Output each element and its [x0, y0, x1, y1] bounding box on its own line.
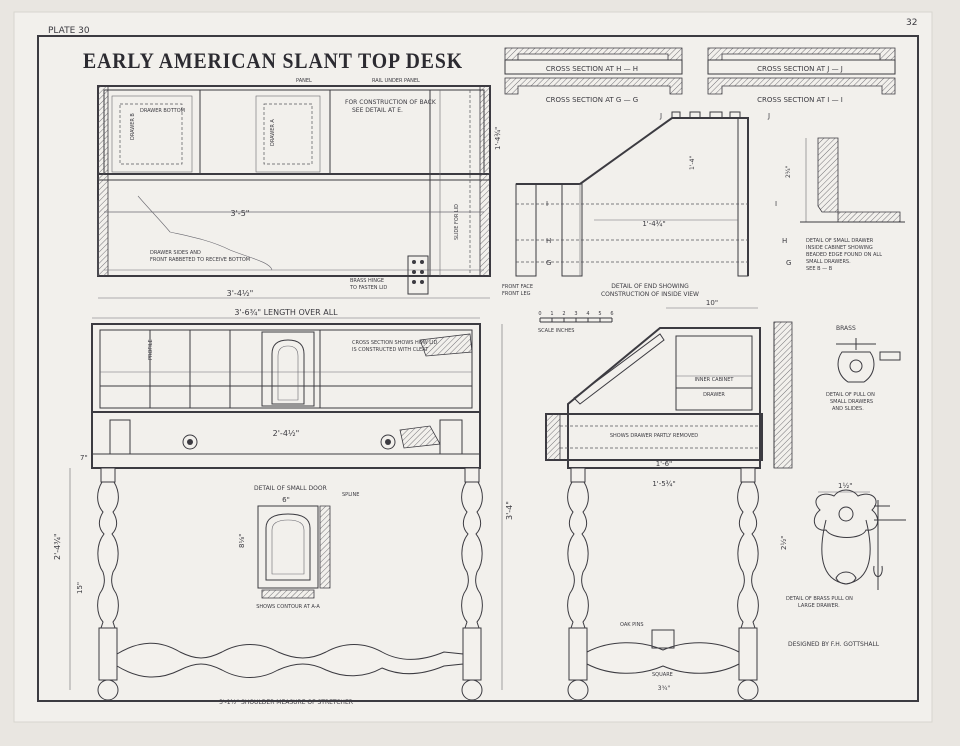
- brass-hinge-note-2: TO FASTEN LID: [349, 285, 387, 291]
- small-pull-note-1: DETAIL OF PULL ON: [826, 392, 875, 398]
- front-seven-dim: 7": [80, 454, 88, 462]
- end-caption-1: DETAIL OF END SHOWING: [611, 283, 689, 290]
- section-gg-label: CROSS SECTION AT G — G: [546, 96, 638, 104]
- plan-inner-dim: 3'-5": [231, 209, 250, 218]
- scale-tick-label: 4: [586, 311, 589, 317]
- section-jj-label: CROSS SECTION AT J — J: [757, 65, 843, 73]
- drawer-detail-dim: 2¼": [785, 165, 792, 178]
- large-pull-note-2: LARGE DRAWER.: [798, 603, 840, 609]
- front-leg-dim: 2'-4¾": [53, 533, 62, 560]
- scale-label: SCALE INCHES: [538, 328, 574, 334]
- front-left-leg: [97, 467, 119, 629]
- drawer-sides-note-1: DRAWER SIDES AND: [150, 250, 201, 256]
- front-face-label: FRONT FACE: [502, 284, 533, 290]
- corner-mark: 32: [906, 18, 917, 28]
- section-ii-label: CROSS SECTION AT I — I: [757, 96, 843, 104]
- end-caption-2: CONSTRUCTION OF INSIDE VIEW: [601, 291, 699, 298]
- page-title: EARLY AMERICAN SLANT TOP DESK: [83, 48, 463, 73]
- plan-view: PANEL RAIL UNDER PANEL DRAWER BOTTOM DRA…: [97, 78, 502, 299]
- scale-tick-label: 5: [598, 311, 601, 317]
- small-door-height: 8⅛": [238, 534, 246, 548]
- drawer-bottom-label: DRAWER BOTTOM: [140, 108, 185, 114]
- cross-sections: CROSS SECTION AT H — H CROSS SECTION AT …: [504, 47, 896, 104]
- brass-label: BRASS: [836, 325, 856, 332]
- scale-tick-label: 0: [538, 311, 541, 317]
- letter-i-right: I: [775, 200, 777, 208]
- plan-side-dim: 1'-4¾": [494, 127, 502, 150]
- border-frame: [37, 35, 919, 702]
- scale-tick-label: 3: [574, 311, 577, 317]
- small-pull-detail: BRASS DETAIL OF PULL ON SMALL DRAWERS AN…: [773, 321, 901, 469]
- length-overall-dim: 3'-6¾" LENGTH OVER ALL: [234, 308, 338, 317]
- profile-label: PROFILE: [148, 339, 154, 360]
- end-view: J J I I H H G G 1'-4¾" 1'-4" FRONT FACE …: [502, 111, 791, 298]
- large-pull-height: 2½": [780, 536, 788, 550]
- drawer-sides-note-2: FRONT RABBETED TO RECEIVE BOTTOM: [150, 257, 250, 263]
- plan-total-dim: 3'-4½": [227, 289, 254, 298]
- square-label: SQUARE: [652, 672, 673, 678]
- small-pull-note-2: SMALL DRAWERS: [830, 399, 873, 405]
- side-front-leg: [567, 467, 589, 629]
- small-door-title: DETAIL OF SMALL DOOR: [254, 485, 327, 492]
- small-drawer-note-3: BEADED EDGE FOUND ON ALL: [806, 252, 882, 258]
- see-detail-e-note: SEE DETAIL AT E.: [352, 107, 403, 114]
- large-pull-width: 1½": [838, 482, 852, 490]
- brass-hinge-note-1: BRASS HINGE: [350, 278, 384, 284]
- scale-tick-label: 1: [550, 311, 553, 317]
- stretcher-measure: 3'-1½" SHOULDER MEASURE OF STRETCHER: [219, 699, 353, 706]
- letter-j-right: J: [767, 112, 770, 120]
- large-pull-detail: 1½" 2½" DETAIL OF BRASS PULL ON LARGE DR…: [780, 482, 906, 609]
- section-hh-label: CROSS SECTION AT H — H: [546, 65, 638, 73]
- small-drawer-detail: 2¼" DETAIL OF SMALL DRAWER INSIDE CABINE…: [785, 137, 905, 272]
- letter-h-right: H: [782, 237, 787, 245]
- scale-tick-label: 2: [562, 311, 565, 317]
- slide-label: SLIDE FOR LID: [454, 204, 460, 240]
- panel-label: PANEL: [296, 78, 312, 84]
- side-foot-dim: 3¾": [658, 685, 671, 692]
- large-pull-note-1: DETAIL OF BRASS PULL ON: [786, 596, 853, 602]
- letter-j-left: J: [659, 112, 662, 120]
- front-height-dim: 3'-4": [505, 501, 514, 520]
- rail-label: RAIL UNDER PANEL: [372, 78, 420, 84]
- small-drawer-note-2: INSIDE CABINET SHOWING: [806, 245, 873, 251]
- letter-g-right: G: [786, 259, 791, 267]
- drawer-a-label: DRAWER A: [270, 119, 276, 146]
- contour-label: SHOWS CONTOUR AT A-A: [256, 604, 320, 610]
- small-drawer-note-5: SEE B — B: [806, 266, 833, 272]
- small-door-width: 6": [282, 496, 290, 504]
- scale-tick-label: 6: [610, 311, 613, 317]
- side-top-dim: 10": [706, 299, 718, 307]
- plate-number: PLATE 30: [48, 26, 90, 36]
- side-drawer-label: DRAWER: [703, 392, 725, 398]
- small-drawer-note-4: SMALL DRAWERS.: [806, 259, 851, 265]
- letter-g-left: G: [546, 259, 551, 267]
- front-right-leg: [461, 467, 483, 629]
- front-leg-label: FRONT LEG: [502, 291, 531, 297]
- designer-credit: DESIGNED BY F.H. GOTTSHALL: [788, 641, 880, 648]
- cross-section-lid-2: IS CONSTRUCTED WITH CLEAT: [352, 347, 429, 353]
- inner-cabinet-label: INNER CABINET: [695, 377, 735, 383]
- construction-back-note: FOR CONSTRUCTION OF BACK: [345, 99, 437, 106]
- drawer-b-label: DRAWER B: [130, 113, 136, 140]
- scale-bar: 0 1 2 3 4 5 6 SCALE INCHES: [538, 311, 614, 334]
- small-drawer-note-1: DETAIL OF SMALL DRAWER: [806, 238, 874, 244]
- shows-drawer-label: SHOWS DRAWER PARTLY REMOVED: [610, 433, 698, 439]
- end-width-dim: 1'-4¾": [642, 220, 665, 228]
- end-height-dim: 1'-4": [689, 156, 696, 170]
- side-depth-dim: 1'-6": [656, 460, 673, 468]
- cross-section-lid-1: CROSS SECTION SHOWS HOW LID: [352, 340, 438, 346]
- oak-pins-label: OAK PINS: [620, 622, 644, 628]
- spline-label: SPLINE: [342, 492, 359, 498]
- letter-h-left: H: [546, 237, 551, 245]
- side-base-dim: 1'-5¾": [652, 480, 675, 488]
- front-lower-dim: 15": [76, 582, 84, 594]
- front-elevation: 3'-6¾" LENGTH OVER ALL PROFILE CROSS SEC…: [53, 308, 514, 706]
- small-door-detail: DETAIL OF SMALL DOOR SPLINE 6" 8⅛" SHOWS…: [238, 485, 359, 610]
- side-view: 10" SHOWS DRAWER PARTLY REMOVED INNER CA…: [545, 299, 763, 701]
- letter-i-left: I: [546, 200, 548, 208]
- small-pull-note-3: AND SLIDES.: [832, 406, 864, 412]
- front-mid-dim: 2'-4½": [273, 429, 300, 438]
- side-back-leg: [737, 467, 759, 629]
